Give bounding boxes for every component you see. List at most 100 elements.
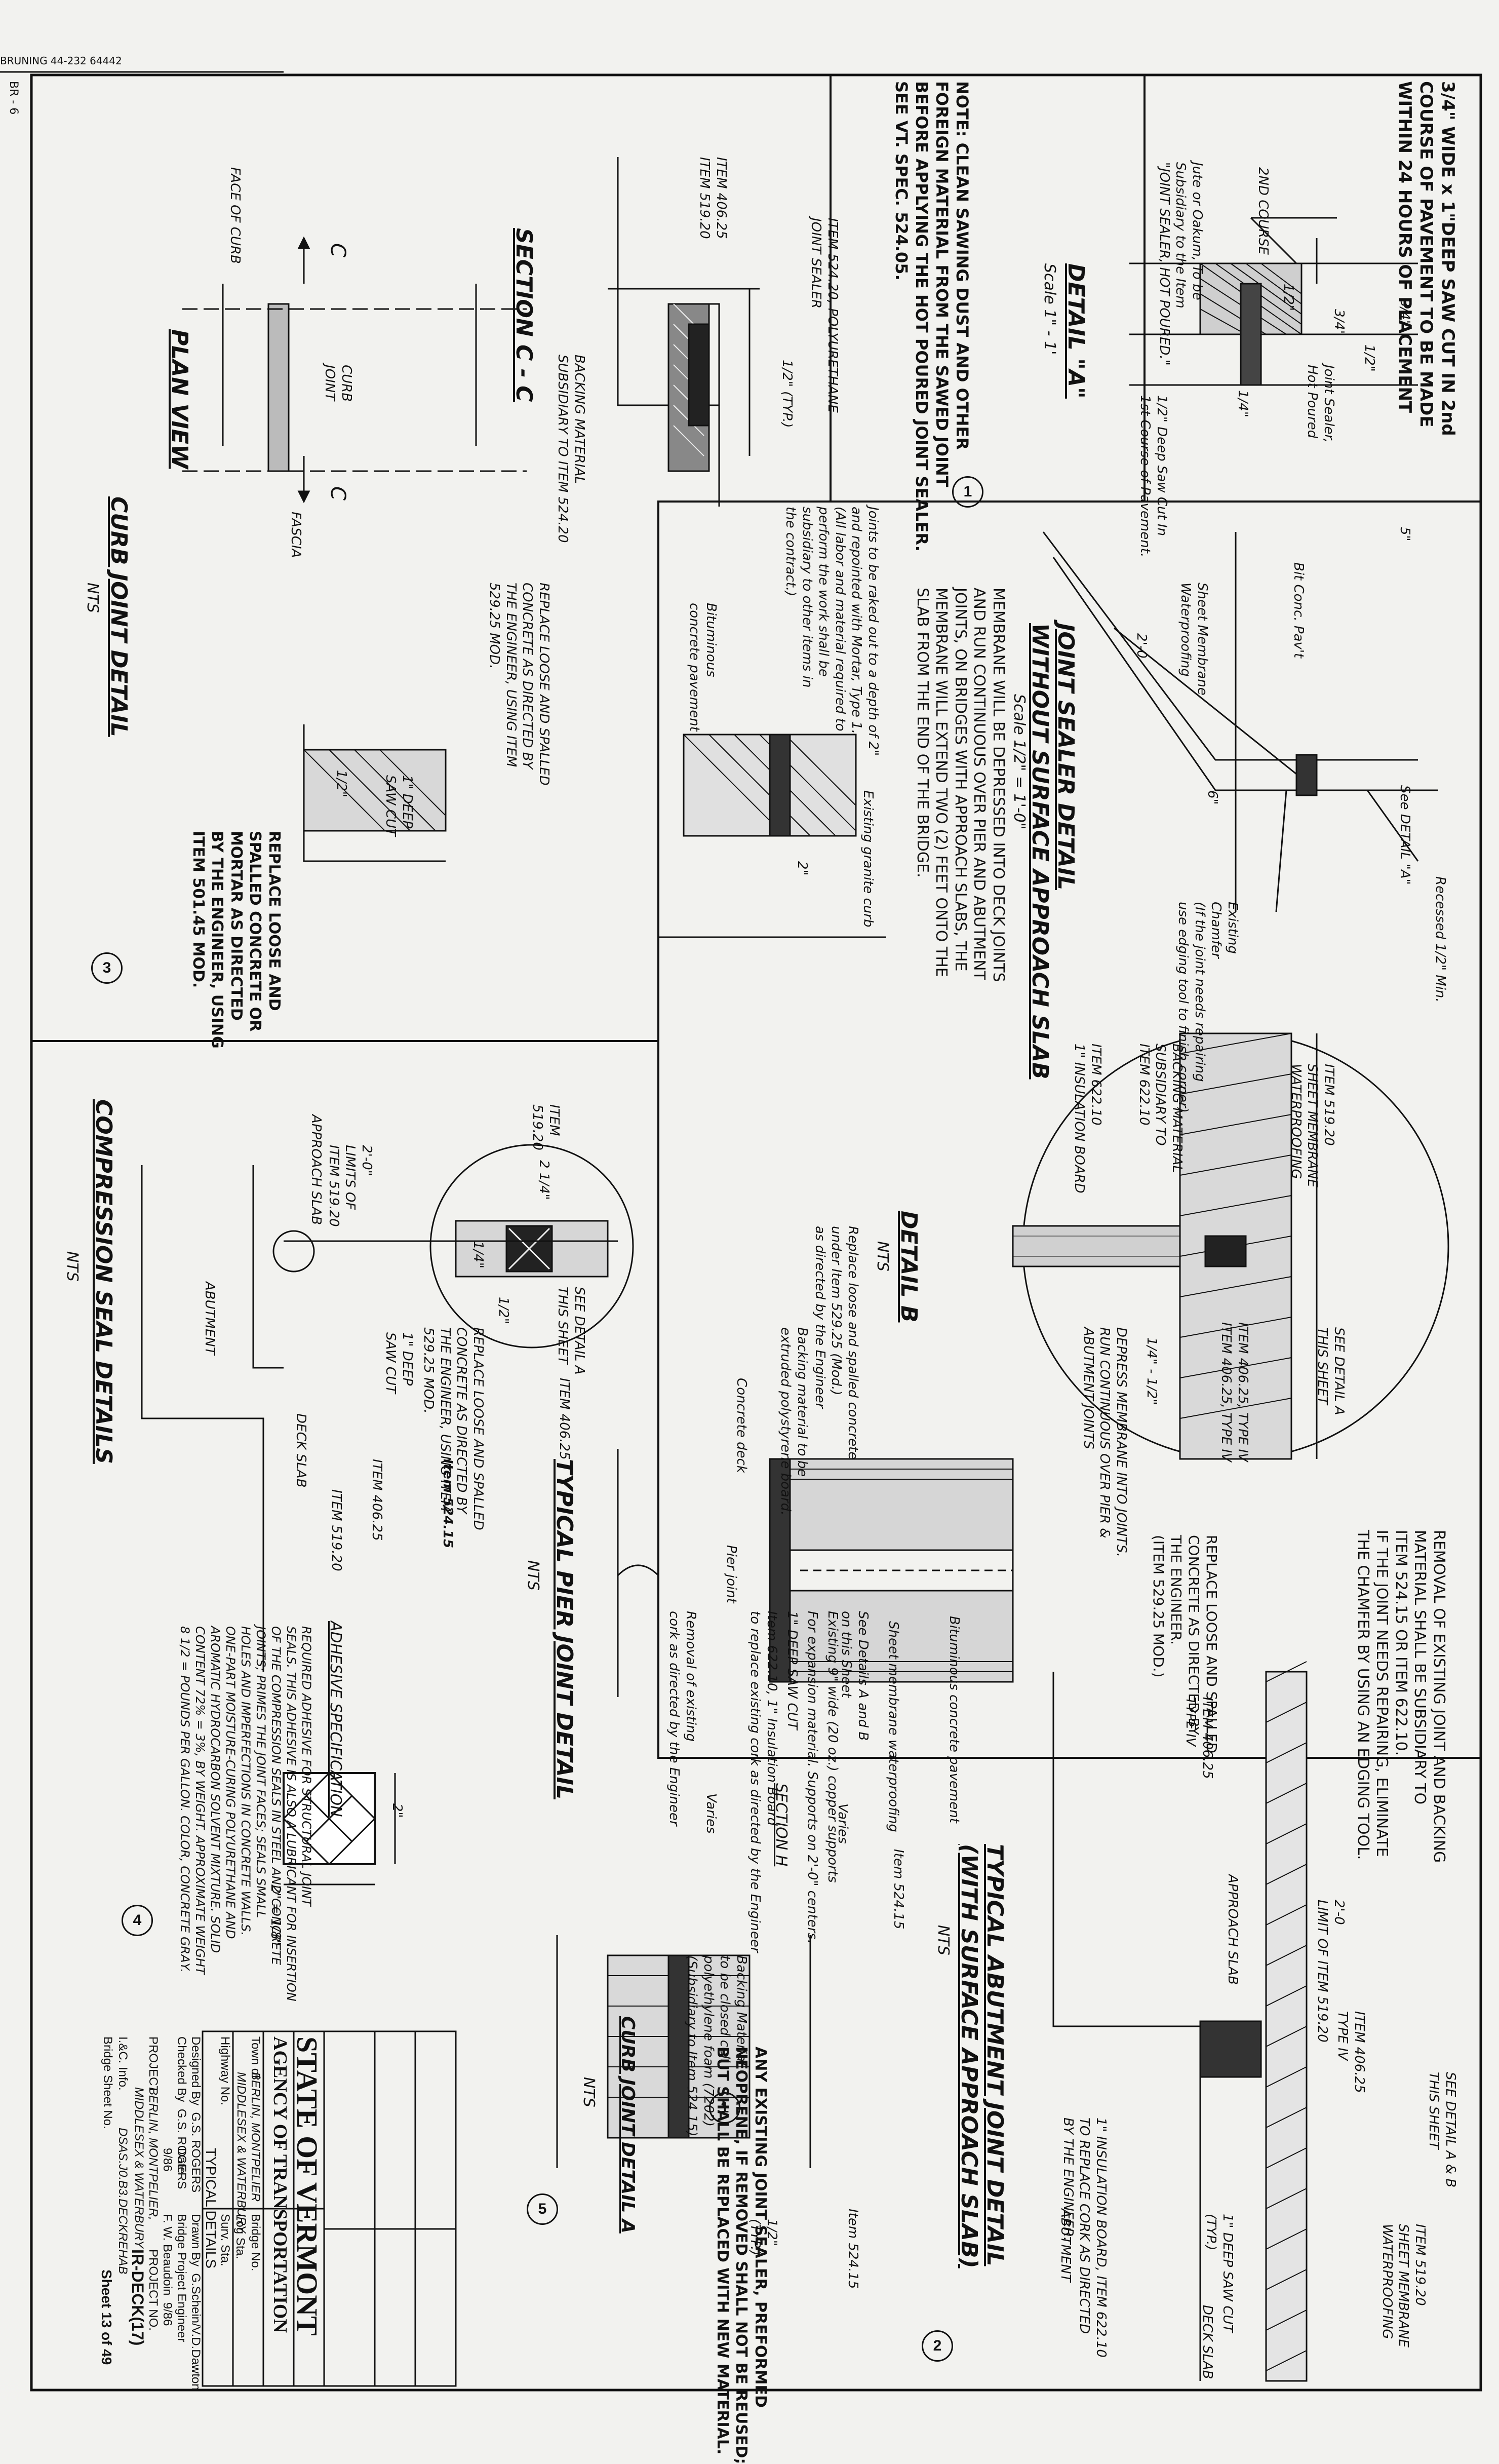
date-value: 9/86 (161, 2148, 174, 2172)
title-state: STATE OF VERMONT (291, 2036, 324, 2336)
project-no-value: IR-DECK(17) (129, 2249, 147, 2346)
bridge-sheet-label: Bridge Sheet No. (101, 2036, 114, 2129)
detail-a-label: Jute or Oakum, To be Subsidiary to the I… (1157, 162, 1205, 366)
detail-a-dim: 3/4" (1331, 309, 1347, 336)
detail-number-1: 1 (952, 476, 983, 508)
plan-view-label: CURB JOINT (322, 365, 354, 402)
pier-label: 1" DEEP SAW CUT (784, 1611, 800, 1730)
approach-slab-label: 2'-0 (1134, 633, 1149, 659)
pier-scale: NTS (524, 1560, 542, 1591)
approach-slab-label: 6" (1205, 790, 1220, 805)
adhesive-text: REQUIRED ADHESIVE FOR STRUCTURAL JOINT S… (178, 1626, 313, 2001)
pier-label: Bituminous concrete pavement (946, 1616, 962, 1823)
pier-label: Concrete deck (734, 1378, 749, 1473)
curb-joint-label: Bituminous concrete pavement (687, 603, 719, 732)
abutment-scale: NTS (934, 1925, 952, 1955)
pier-drawing (617, 1449, 1014, 1697)
abutment-title: TYPICAL ABUTMENT JOINT DETAIL (WITH SURF… (956, 1844, 1008, 2268)
sheet-tag: BR - 6 (7, 81, 20, 115)
plan-view-title: PLAN VIEW (167, 329, 192, 469)
detail-b-label: DEPRESS MEMBRANE INTO JOINTS. RUN CONTIN… (1081, 1327, 1129, 1557)
pier-label: Sheet membrane waterproofing (886, 1621, 901, 1832)
designed-by: Designed By G.S. ROGERS (189, 2036, 203, 2193)
curb-joint-a-scale: NTS (580, 2077, 598, 2107)
project-no-label: PROJECT NO. (146, 2249, 160, 2331)
compression-seal-drawing (141, 1144, 634, 1885)
saw-cut-note: 3/4" WIDE x 1"DEEP SAW CUT IN 2nd COURSE… (1395, 81, 1458, 436)
curb-joint-a-label: Varies (703, 1793, 719, 1834)
seal-dim: 2" (389, 1803, 405, 1818)
sheet-title: TYPICAL DETAILS (203, 2148, 219, 2269)
abutment-label: ABUTMENT (1058, 2209, 1073, 2282)
pier-label: See Details A and B on this Sheet (839, 1611, 871, 1741)
bridge-label: Bridge No. (249, 2214, 262, 2272)
section-cc-drawing (608, 157, 760, 507)
approach-slab-label: See DETAIL "A" (1397, 785, 1412, 885)
drawing-linework (0, 71, 1482, 2392)
detail-a-label: 1/2" Deep Saw Cut In 1st Course of Pavem… (1137, 395, 1170, 558)
compression-seal-label: DECK SLAB (293, 1413, 308, 1488)
abutment-label: SEE DETAIL A & B THIS SHEET (1426, 2072, 1458, 2188)
compression-seal-label: SEE DETAIL A THIS SHEET (555, 1287, 587, 1375)
detail-b-label: ITEM 406.25, TYPE IV ITEM 406.25, TYPE I… (1218, 1322, 1251, 1462)
compression-seal-label: APPROACH SLAB (308, 1114, 324, 1225)
detail-b-label: SEE DETAIL A THIS SHEET (1315, 1327, 1347, 1415)
detail-number-3: 3 (91, 952, 123, 984)
detail-a-label: 2ND COURSE (1255, 167, 1271, 255)
detail-b-title: DETAIL B (896, 1211, 922, 1323)
compression-seal-label: 2 1/4" (536, 1160, 551, 1200)
compression-seal-label: ABUTMENT (202, 1282, 217, 1355)
pier-label: Item 622.10, 1" Insulation Board to repl… (747, 1611, 780, 1953)
pier-label: For expansion material. Supports on 2'-0… (805, 1611, 820, 1944)
abutment-drawing (1052, 1661, 1308, 2382)
compression-seal-label: 1/2" (496, 1297, 511, 1324)
curb-joint-label: 1" DEEP SAW CUT (383, 775, 415, 836)
abutment-label: 2'-0 LIMIT OF ITEM 519.20 (1315, 1900, 1347, 2043)
compression-seal-label: 1" DEEP SAW CUT (383, 1332, 415, 1394)
detail-b-label: ITEM 622.10 1" INSULATION BOARD (1072, 1044, 1104, 1194)
detail-a-title: DETAIL "A" (1063, 263, 1089, 399)
curb-joint-scale: NTS (84, 583, 101, 613)
curb-joint-label: 1/2" (334, 770, 349, 797)
approach-slab-drawing (1042, 531, 1438, 912)
detail-a-dim: 1/4" (1235, 390, 1250, 417)
compression-seal-label: ITEM 406.25 (557, 1378, 572, 1460)
pier-label: Pier joint (724, 1545, 739, 1603)
approach-slab-label: Recessed 1/2" Min. (1433, 876, 1448, 1003)
curb-joint-label: 2" (795, 861, 810, 876)
detail-b-label: Backing material to be extruded polystyr… (778, 1327, 810, 1516)
abutment-removal-note: REMOVAL OF EXISTING JOINT AND BACKING MA… (1354, 1530, 1448, 1863)
curb-joint-a-label: Item 524.15 (845, 2209, 860, 2289)
detail-a-dim: 3/4" (1397, 299, 1412, 326)
file-value: DSAS.J0.B3.DECKREHAB (116, 2128, 130, 2275)
curb-joint-a-title: CURB JOINT DETAIL A (617, 2016, 638, 2234)
curb-joint-a-drawing (556, 1935, 811, 2168)
compression-seal-label: 2'-0" LIMITS OF ITEM 519.20 (326, 1145, 374, 1227)
approach-slab-label: Sheet Membrane Waterproofing (1178, 583, 1210, 696)
plan-view-label: C (326, 486, 349, 500)
section-cc-label: ITEM 406.25 ITEM 519.20 (697, 157, 729, 239)
curb-joint-label: REPLACE LOOSE AND SPALLED CONCRETE AS DI… (487, 583, 552, 786)
section-cc-label: 1/2" (TYP.) (779, 360, 795, 428)
section-cc-label: ITEM 524.20, POLYURETHANE JOINT SEALER (808, 218, 841, 413)
detail-b-label: BACKING MATERIAL SUBSIDIARY TO ITEM 622.… (1136, 1044, 1185, 1173)
detail-b-label: ITEM 519.20 SHEET MEMBRANE WATERPROOFING (1288, 1064, 1336, 1187)
surv-label: Surv. Sta. (218, 2214, 232, 2266)
curb-joint-title: CURB JOINT DETAIL (106, 496, 132, 737)
brand-line: BRUNING 44-232 64442 (0, 55, 122, 67)
log-label: Log Sta. (233, 2214, 247, 2259)
pier-title: TYPICAL PIER JOINT DETAIL (551, 1459, 577, 1800)
curb-joint-label: Existing granite curb (860, 790, 876, 928)
drawing-sheet: BRUNING 44-232 64442 BR - 6 3/4" WIDE x … (0, 55, 1482, 2464)
bridge-project-engineer-label: Bridge Project Engineer (175, 2214, 188, 2342)
project-value: BERLIN, MONTPELIER, MIDDLESEX & WATERBUR… (132, 2087, 160, 2249)
compression-seal-title: COMPRESSION SEAL DETAILS (91, 1099, 116, 1464)
detail-b-drawing (1012, 1032, 1449, 1460)
detail-b-label: Replace loose and spalled concrete under… (812, 1226, 860, 1460)
abutment-label: APPROACH SLAB (1225, 1874, 1240, 1985)
plan-view-label: FASCIA (288, 512, 303, 558)
approach-slab-label: 5" (1397, 527, 1412, 542)
compression-seal-label: ITEM 519.20 (530, 1104, 562, 1150)
curb-joint-drawing (303, 724, 886, 938)
detail-b-label: 1/4" - 1/2" (1144, 1337, 1159, 1405)
